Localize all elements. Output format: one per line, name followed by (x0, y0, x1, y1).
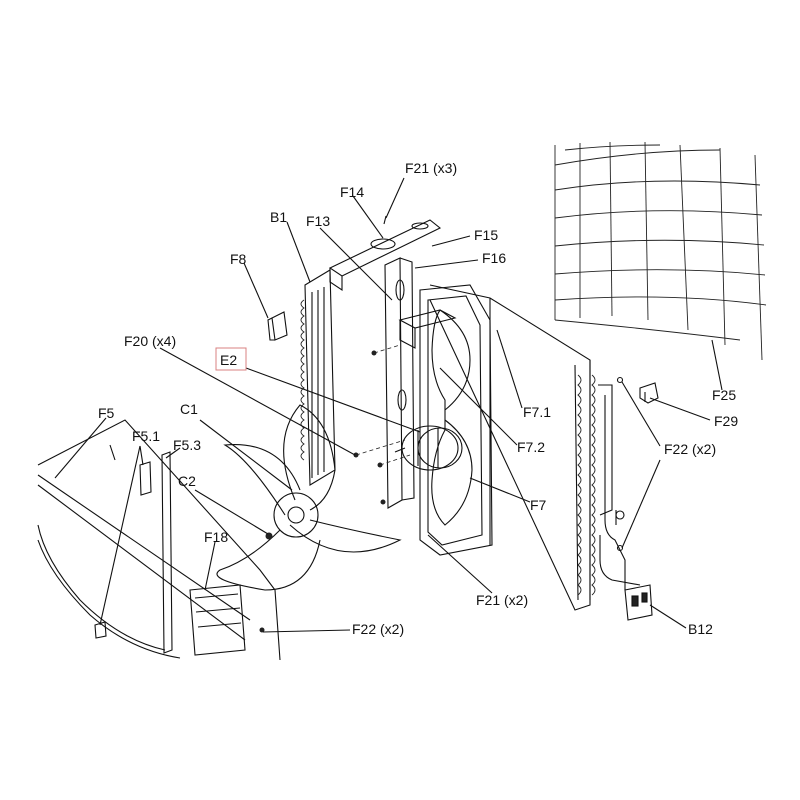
fan-nut (265, 532, 273, 540)
right-heat-exchanger (429, 284, 591, 611)
wire-guard-grille (554, 141, 767, 361)
label-f25: F25 (712, 387, 736, 403)
front-screw (259, 627, 265, 633)
fan-blade (216, 404, 402, 591)
label-f29: F29 (714, 413, 738, 429)
panel-strip (161, 451, 173, 654)
label-b12: B12 (688, 621, 713, 637)
label-f18: F18 (204, 529, 228, 545)
motor-screws (353, 350, 386, 505)
label-f14: F14 (340, 184, 364, 200)
label-f7: F7 (530, 497, 547, 513)
label-f20-x4: F20 (x4) (124, 333, 176, 349)
panel-clips (94, 461, 152, 639)
left-coil-panel (304, 269, 336, 486)
e2-highlight-box (215, 347, 247, 371)
label-c1: C1 (180, 401, 198, 417)
label-f5: F5 (98, 405, 115, 421)
screws-right (616, 376, 624, 552)
label-f15: F15 (474, 227, 498, 243)
label-b1: B1 (270, 209, 287, 225)
side-grille-insert (189, 584, 246, 656)
label-e2: E2 (220, 352, 237, 368)
label-f22-x2-right: F22 (x2) (664, 441, 716, 457)
label-f13: F13 (306, 213, 330, 229)
fan-motor (394, 425, 463, 471)
label-f22-x2-front: F22 (x2) (352, 621, 404, 637)
refrigerant-pipes (598, 384, 641, 590)
label-f21-x2: F21 (x2) (476, 592, 528, 608)
coil-fins-right (577, 374, 596, 596)
label-f7-1: F7.1 (523, 404, 551, 420)
dashed-guides (355, 344, 411, 466)
label-c2: C2 (178, 473, 196, 489)
label-f7-2: F7.2 (517, 439, 545, 455)
label-f8: F8 (230, 251, 247, 267)
label-f5-3: F5.3 (173, 437, 201, 453)
top-bracket (328, 215, 442, 292)
motor-support-frame (384, 257, 415, 509)
front-panel (37, 419, 281, 661)
leader-lines (54, 177, 723, 633)
label-f16: F16 (482, 250, 506, 266)
clip-part (639, 382, 659, 404)
small-block-part (267, 311, 288, 341)
coil-fins-left (300, 299, 305, 461)
label-f5-1: F5.1 (132, 428, 160, 444)
terminal-block (624, 584, 653, 621)
label-f21-x3: F21 (x3) (405, 160, 457, 176)
